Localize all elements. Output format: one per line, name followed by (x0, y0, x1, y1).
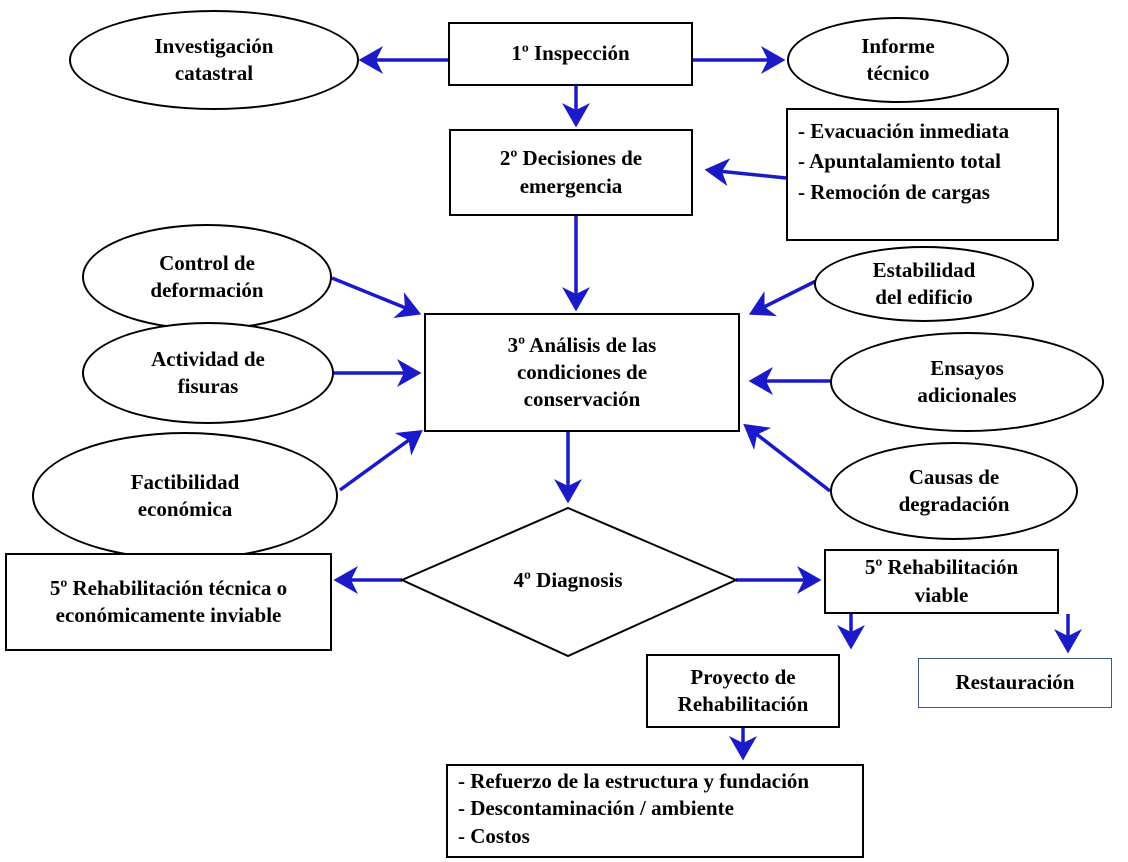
arrow-causas-to-analisis (743, 423, 832, 493)
control-ellipse: Control de deformación (82, 224, 332, 330)
actividad-line-2: fisuras (177, 374, 239, 398)
emergencia-item-3: - Remoción de cargas (798, 179, 990, 204)
inviable-box: 5º Rehabilitación técnica o económicamen… (5, 553, 332, 651)
causas-line-1: Causas de (908, 464, 1000, 489)
factibilidad-line-2: económica (137, 497, 233, 521)
analisis-line-3: conservación (523, 387, 641, 412)
control-line-2: deformación (150, 278, 264, 302)
proyecto-line-1: Proyecto de (690, 664, 796, 689)
decisiones-box: 2º Decisiones de emergencia (449, 129, 693, 216)
investigacion-line-2: catastral (174, 61, 254, 85)
arrow-control-to-analisis (331, 276, 422, 319)
emergencia-list-box: - Evacuación inmediata - Apuntalamiento … (786, 108, 1059, 241)
informe-line-1: Informe (861, 33, 935, 58)
causas-ellipse: Causas de degradación (830, 442, 1078, 540)
restauracion-line-1: Restauración (955, 670, 1075, 695)
inspeccion-box: 1º Inspección (448, 22, 693, 86)
proyecto-line-2: Rehabilitación (677, 692, 809, 716)
refuerzo-item-3: - Costos (458, 823, 530, 848)
control-line-1: Control de (159, 250, 255, 275)
refuerzo-list-box: - Refuerzo de la estructura y fundación … (446, 764, 864, 858)
informe-ellipse: Informe técnico (787, 17, 1009, 103)
restauracion-box: Restauración (918, 658, 1112, 708)
analisis-line-1: 3º Análisis de las (507, 332, 657, 357)
refuerzo-item-1: - Refuerzo de la estructura y fundación (458, 769, 810, 793)
causas-line-2: degradación (898, 492, 1010, 516)
inviable-line-2: económicamente inviable (55, 603, 282, 627)
analisis-line-2: condiciones de (516, 359, 648, 384)
diagnosis-diamond (399, 506, 739, 658)
refuerzo-item-2: - Descontaminación / ambiente (458, 796, 734, 821)
factibilidad-line-1: Factibilidad (130, 469, 240, 494)
actividad-line-1: Actividad de (151, 346, 265, 371)
investigacion-ellipse: Investigación catastral (69, 10, 359, 110)
arrow-factibilidad-to-analisis (338, 429, 423, 492)
ensayos-line-2: adicionales (917, 383, 1017, 407)
diagnosis-label: 4º Diagnosis (450, 562, 686, 598)
decisiones-line-2: emergencia (519, 173, 623, 198)
viable-line-1: 5º Rehabilitación (864, 555, 1019, 580)
inspeccion-line-1: 1º Inspección (511, 41, 630, 66)
emergencia-item-2: - Apuntalamiento total (798, 149, 1002, 174)
decisiones-line-1: 2º Decisiones de (499, 146, 643, 171)
estabilidad-line-2: del edificio (875, 285, 973, 309)
analisis-box: 3º Análisis de las condiciones de conser… (424, 313, 740, 432)
viable-box: 5º Rehabilitación viable (824, 549, 1059, 614)
factibilidad-ellipse: Factibilidad económica (32, 432, 338, 560)
arrow-list-to-decisiones (704, 158, 787, 187)
viable-line-2: viable (914, 582, 969, 607)
ensayos-ellipse: Ensayos adicionales (830, 332, 1104, 432)
proyecto-box: Proyecto de Rehabilitación (646, 654, 840, 728)
arrow-estabilidad-to-analisis (748, 279, 817, 317)
diagnosis-line-1: 4º Diagnosis (513, 567, 623, 592)
emergencia-item-1: - Evacuación inmediata (798, 119, 1010, 143)
investigacion-line-1: Investigación (154, 33, 274, 58)
estabilidad-ellipse: Estabilidad del edificio (814, 246, 1034, 322)
actividad-ellipse: Actividad de fisuras (82, 322, 334, 424)
inviable-line-1: 5º Rehabilitación técnica o (49, 575, 288, 600)
informe-line-2: técnico (866, 61, 930, 85)
ensayos-line-1: Ensayos (930, 355, 1004, 380)
estabilidad-line-1: Estabilidad (872, 257, 976, 282)
